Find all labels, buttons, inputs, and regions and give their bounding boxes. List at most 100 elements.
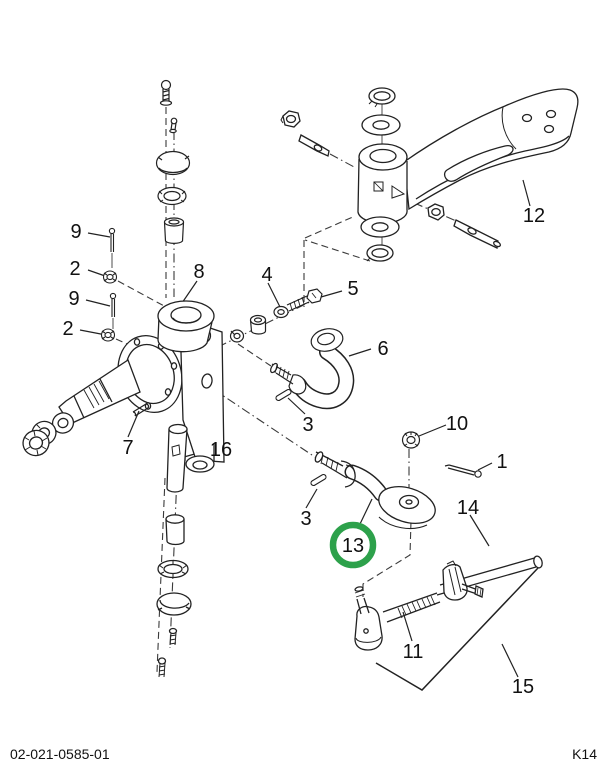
lock-washer (229, 329, 245, 343)
leader-9a (87, 232, 111, 238)
arm12-lower-nut (427, 203, 445, 221)
leader-8 (181, 280, 198, 304)
arm12-to-bolt-dash-a (304, 239, 371, 262)
part-label-16[interactable]: 16 (210, 439, 232, 461)
part-label-10[interactable]: 10 (446, 413, 468, 435)
part-label-15[interactable]: 15 (512, 676, 534, 698)
part-label-2a[interactable]: 2 (69, 258, 80, 280)
part-label-14[interactable]: 14 (457, 497, 479, 519)
arm12-hole-2 (545, 109, 557, 119)
part-label-3a[interactable]: 3 (302, 414, 313, 436)
part-2-nut-a (102, 270, 118, 284)
leader-10 (418, 424, 447, 437)
part-3-key-lower (310, 473, 327, 487)
part-11-tie-rod-end (354, 586, 441, 651)
part-8-knuckle (22, 300, 225, 473)
part-5-bolt (286, 288, 323, 312)
part-label-13[interactable]: 13 (342, 535, 364, 557)
leader-1 (477, 462, 493, 471)
part-15-assembly-bracket (375, 567, 539, 691)
washer-bottom (360, 216, 400, 238)
cap-bolt-a (168, 627, 178, 646)
washer-top (361, 114, 401, 136)
kingpin-cap-bottom (156, 592, 192, 616)
part-label-4[interactable]: 4 (261, 264, 272, 286)
part-6-gooseneck-arm (270, 328, 355, 410)
part-label-8[interactable]: 8 (193, 261, 204, 283)
part-12-steering-arm (403, 88, 579, 211)
arm12-upper-nut (280, 110, 301, 128)
leader-9b (85, 299, 111, 307)
bolt5-row (229, 288, 323, 343)
part-label-11[interactable]: 11 (403, 641, 424, 663)
seal-ring-bottom (157, 559, 189, 579)
knuckle-spindle (58, 359, 141, 425)
arm12-upper-pin (298, 134, 330, 157)
knuckle-body (179, 317, 225, 473)
spindle-washer-a (51, 412, 75, 434)
part-9-cotter-pin-b (109, 292, 117, 317)
knuckle-top-boss (157, 300, 215, 353)
leader-13 (359, 498, 373, 525)
page-reference: K14 (572, 746, 597, 762)
part-label-3b[interactable]: 3 (300, 508, 311, 530)
flange-hole (164, 388, 172, 396)
part-label-5[interactable]: 5 (347, 278, 358, 300)
leader-4 (267, 282, 281, 308)
leader-5 (320, 290, 343, 298)
part-2-nut-b (100, 328, 116, 342)
highlight-ring (329, 521, 377, 569)
part-label-7[interactable]: 7 (122, 437, 133, 459)
arm12-hole-3 (543, 124, 555, 134)
part-label-6[interactable]: 6 (377, 338, 388, 360)
tube-clamp (442, 560, 484, 601)
arm6-stud-axis (237, 343, 272, 367)
leader-3b (305, 488, 318, 509)
rod-end-stud (356, 597, 370, 615)
pins-and-nuts (100, 227, 118, 342)
leader-14 (469, 514, 490, 547)
arm6-ferrule (288, 374, 307, 395)
leader-12 (522, 179, 531, 207)
document-number: 02-021-0585-01 (10, 746, 110, 762)
rod-end-housing (354, 605, 383, 651)
arm12-hole-1 (521, 113, 533, 123)
part-13-arm (314, 451, 436, 529)
part-1-cotter-pin (444, 464, 482, 478)
part-label-12[interactable]: 12 (523, 205, 545, 227)
snap-ring-bottom (366, 244, 394, 262)
nut2a-dash (117, 280, 167, 308)
callout-labels: 9 2 9 2 8 4 5 6 3 12 10 1 7 16 3 14 11 1… (62, 205, 545, 698)
spindle-lock-nut (22, 429, 50, 457)
leader-15 (501, 643, 519, 678)
snap-ring-top (368, 87, 396, 108)
part-label-9a[interactable]: 9 (70, 221, 81, 243)
kingpin-bottom-stack (156, 423, 192, 678)
part-10-castle-nut (401, 431, 421, 449)
flange-hole (133, 338, 141, 346)
arm12-boss (357, 143, 408, 224)
highlighted-callout-13[interactable]: 13 (329, 521, 377, 569)
grease-fitting (169, 117, 178, 134)
arm12-upper-pin-axis (329, 153, 357, 169)
part-12-hardware (280, 87, 501, 262)
part-16-kingpin (166, 423, 188, 493)
part-9-cotter-pin-a (108, 227, 116, 252)
spacer-sleeve (249, 314, 267, 335)
kingpin-top-stack (155, 79, 191, 244)
part-label-9b[interactable]: 9 (68, 288, 79, 310)
bushing-top (163, 217, 185, 244)
kingpin-cap-top (155, 150, 191, 176)
bushing-bottom (165, 514, 185, 546)
tie-rod-assembly (354, 555, 543, 691)
part-label-2b[interactable]: 2 (62, 318, 73, 340)
top-bolt (159, 79, 173, 106)
flange-hole (170, 362, 178, 370)
knuckle-to-arm13-axis (212, 388, 319, 460)
arm12-to-bolt-dash-b (304, 215, 356, 239)
part-4-washer (273, 305, 289, 319)
part-label-1[interactable]: 1 (496, 451, 507, 473)
leader-lines (79, 179, 531, 678)
